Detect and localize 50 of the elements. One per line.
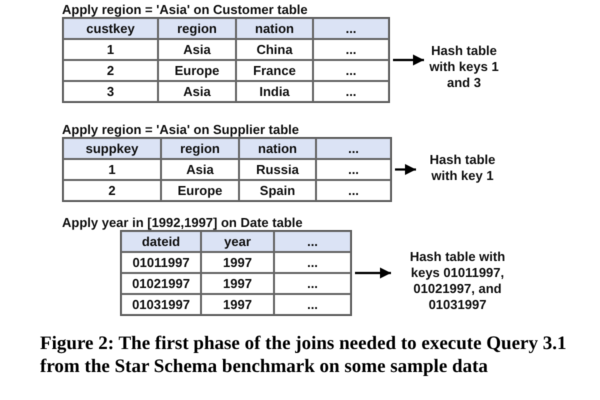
table-cell: ... — [274, 252, 351, 273]
table-cell: ... — [313, 81, 389, 102]
table-cell: Spain — [239, 180, 316, 201]
table-cell: 3 — [63, 81, 158, 102]
table-cell: ... — [313, 60, 389, 81]
table-cell: Asia — [158, 81, 236, 102]
table-cell: Asia — [158, 39, 236, 60]
table-heading: Apply region = 'Asia' on Supplier table — [62, 122, 299, 137]
table-cell: 1997 — [201, 294, 274, 315]
header-cell: region — [158, 18, 236, 39]
arrow — [355, 268, 391, 278]
table-cell: India — [236, 81, 313, 102]
figure-caption: Figure 2: The first phase of the joins needed to execute Query 3.1 from the Star Schema benchmark on some sample data — [40, 332, 568, 378]
table-cell: 2 — [63, 60, 158, 81]
hash-table-note: Hash table with keys 01011997, 01021997, and 01031997 — [395, 249, 520, 313]
header-cell: suppkey — [63, 138, 161, 159]
table-cell: 01031997 — [121, 294, 201, 315]
table-cell: Europe — [158, 60, 236, 81]
table-cell: 1 — [63, 159, 161, 180]
header-cell: ... — [274, 231, 351, 252]
table-cell: 01021997 — [121, 273, 201, 294]
table-cell: Europe — [161, 180, 239, 201]
table-heading: Apply year in [1992,1997] on Date table — [62, 215, 303, 230]
table-cell: ... — [316, 180, 391, 201]
table-cell: China — [236, 39, 313, 60]
table-cell: 1997 — [201, 252, 274, 273]
arrow — [395, 164, 416, 175]
table-cell: France — [236, 60, 313, 81]
header-cell: ... — [313, 18, 389, 39]
table-cell: 1997 — [201, 273, 274, 294]
header-cell: nation — [239, 138, 316, 159]
hash-table-note: Hash table with key 1 — [420, 152, 505, 184]
table-heading: Apply region = 'Asia' on Customer table — [62, 2, 308, 17]
table-cell: ... — [274, 273, 351, 294]
header-cell: ... — [316, 138, 391, 159]
header-cell: region — [161, 138, 239, 159]
table-cell: 01011997 — [121, 252, 201, 273]
table-cell: Russia — [239, 159, 316, 180]
header-cell: dateid — [121, 231, 201, 252]
table-cell: ... — [274, 294, 351, 315]
arrow — [393, 54, 424, 66]
table-cell: Asia — [161, 159, 239, 180]
table-cell: ... — [316, 159, 391, 180]
table-cell: 2 — [63, 180, 161, 201]
header-cell: custkey — [63, 18, 158, 39]
table-cell: ... — [313, 39, 389, 60]
header-cell: nation — [236, 18, 313, 39]
hash-table-note: Hash table with keys 1 and 3 — [428, 43, 500, 91]
header-cell: year — [201, 231, 274, 252]
table-cell: 1 — [63, 39, 158, 60]
